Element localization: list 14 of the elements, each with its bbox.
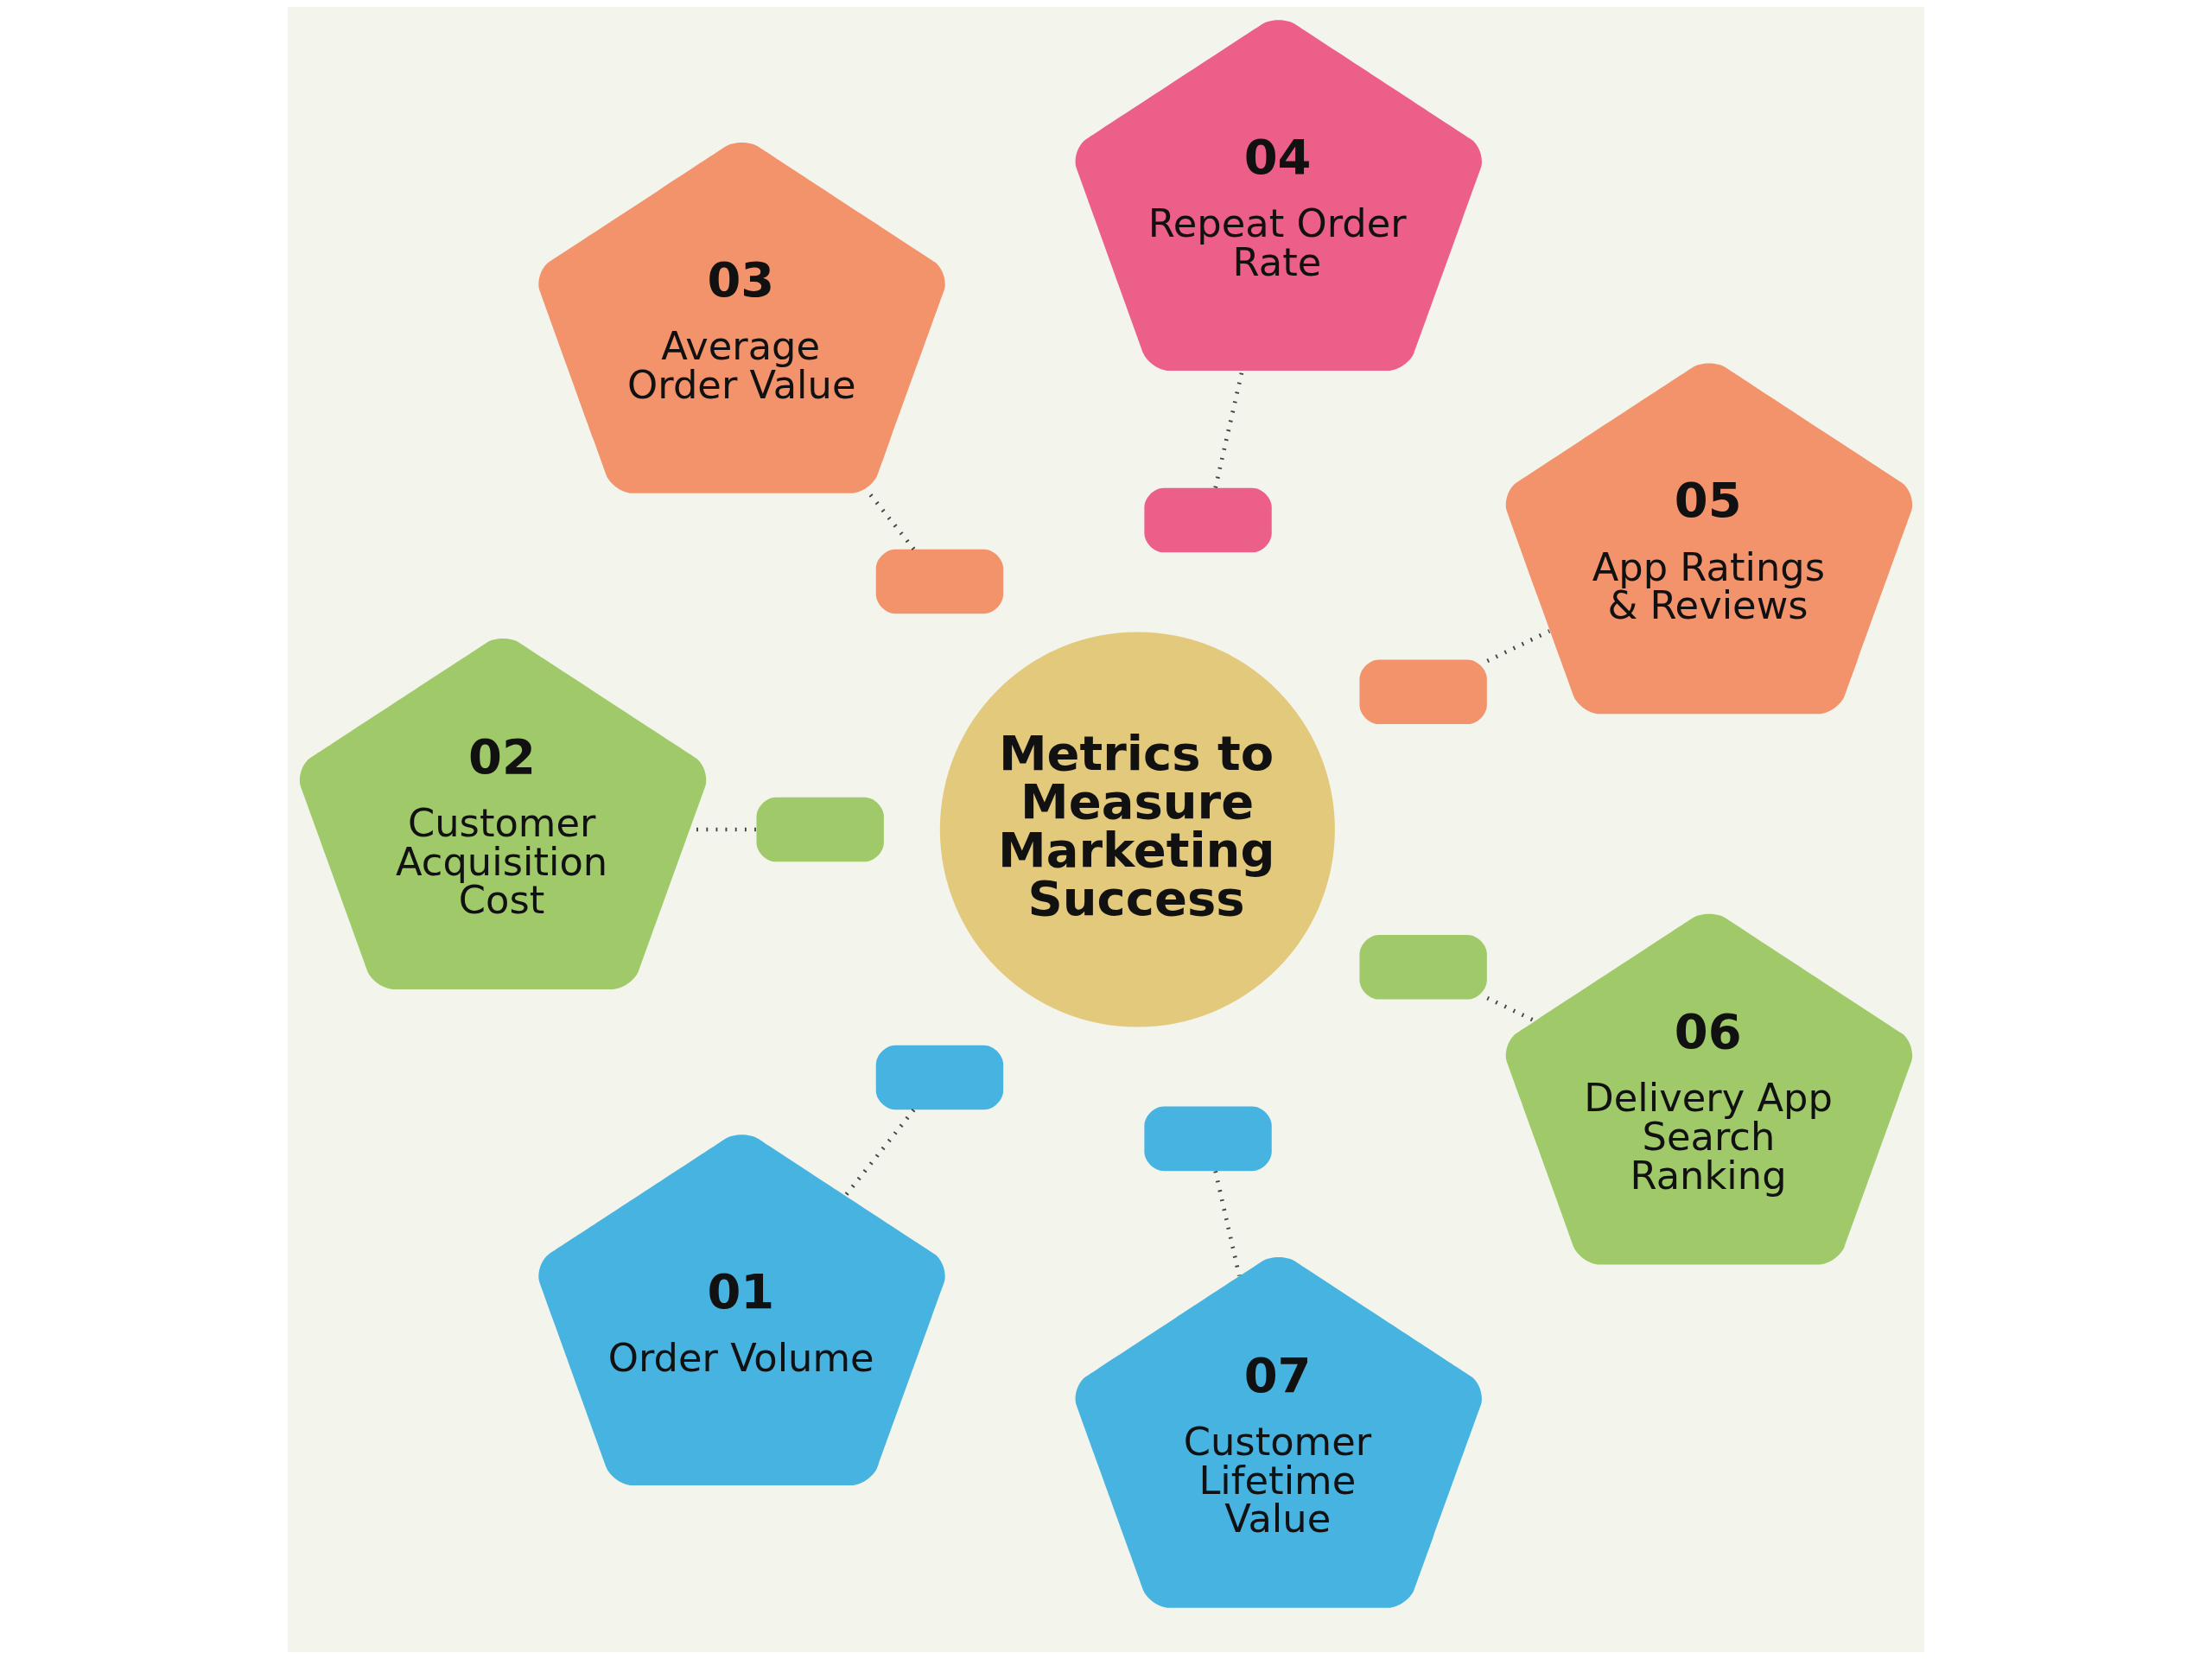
node-bar xyxy=(875,549,1004,614)
node-bar xyxy=(1359,659,1487,724)
connector xyxy=(843,1109,916,1197)
connector xyxy=(1486,995,1535,1023)
node-bar xyxy=(1144,487,1272,553)
node-bar xyxy=(1144,1106,1272,1172)
node-circle: Metrics to Measure Marketing Success xyxy=(939,632,1335,1027)
node-bar xyxy=(756,797,884,862)
connector xyxy=(868,492,916,550)
connector xyxy=(1213,1171,1242,1276)
node-bar xyxy=(1359,935,1487,1000)
node-bar xyxy=(875,1045,1004,1110)
connector xyxy=(1486,629,1551,664)
connector xyxy=(1213,370,1244,488)
